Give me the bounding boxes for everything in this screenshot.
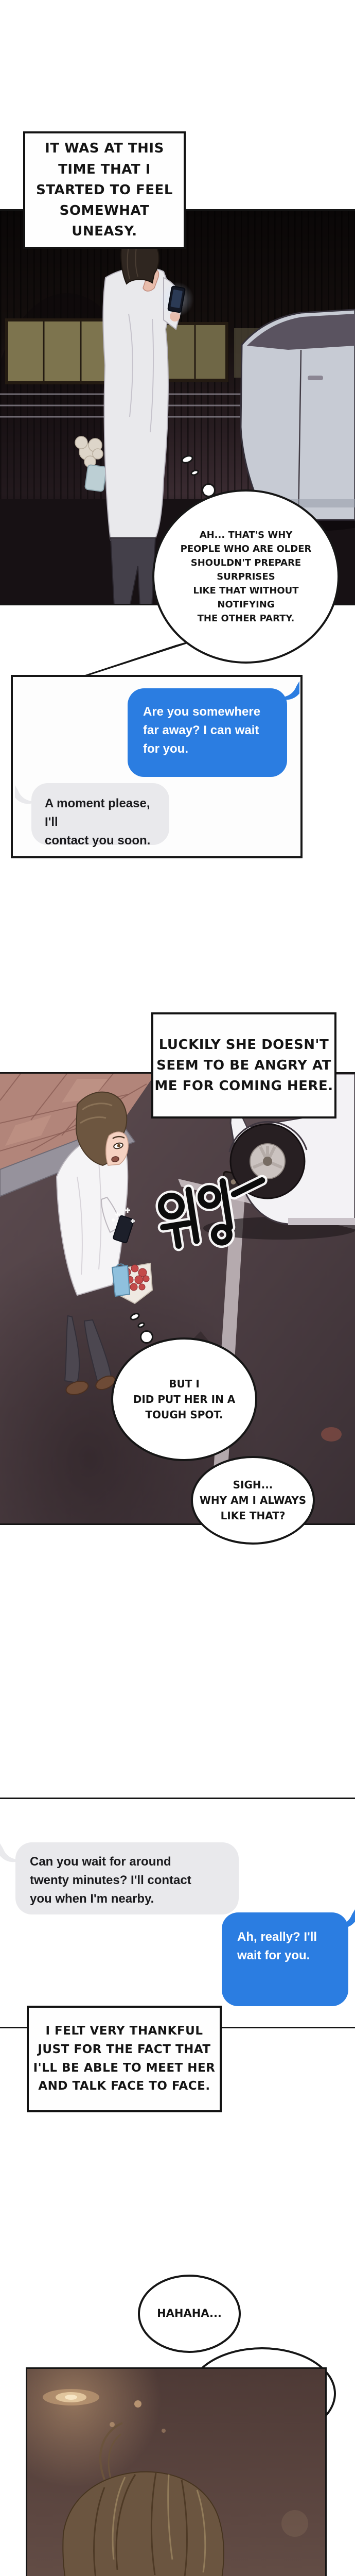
chat-incoming-message-2: Can you wait for around twenty minutes? … (15, 1842, 239, 1914)
gift-bag (111, 1263, 131, 1297)
eyebrow (112, 1136, 125, 1140)
incoming-tail-icon (0, 1843, 23, 1862)
chat-outgoing-message: Are you somewhere far away? I can wait f… (128, 688, 287, 777)
shoe (65, 1381, 89, 1395)
outgoing-tail-icon (277, 681, 299, 700)
man-looking-up (56, 1091, 153, 1395)
man-closeup (62, 2422, 224, 2576)
thought-bubble-ah: AH... THAT'S WHY PEOPLE WHO ARE OLDER SH… (152, 489, 340, 664)
mouth (111, 1156, 119, 1162)
sfx-phone-buzz-icon (155, 1175, 268, 1251)
chat-panel-1: Are you somewhere far away? I can wait f… (11, 675, 303, 858)
caption-not-angry: LUCKILY SHE DOESN'T SEEM TO BE ANGRY AT … (151, 1012, 336, 1118)
chat-strip-top-border (0, 1798, 355, 1799)
caption-thankful: I FELT VERY THANKFUL JUST FOR THE FACT T… (27, 2006, 222, 2112)
hair (62, 2471, 224, 2576)
man-back-view (75, 238, 194, 604)
phone (113, 1215, 134, 1244)
gift-bag (84, 464, 107, 492)
bouquet (75, 436, 103, 468)
trousers (110, 537, 156, 604)
incoming-tail-icon (15, 785, 38, 804)
thought-bubble-hahaha: HAHAHA... (138, 2275, 241, 2353)
ahoge (99, 2422, 123, 2480)
thought-bubble-tough-spot: BUT I DID PUT HER IN A TOUGH SPOT. (111, 1337, 257, 1461)
thought-bump (140, 1330, 153, 1344)
caption-uneasy: IT WAS AT THIS TIME THAT I STARTED TO FE… (23, 131, 186, 249)
panel-indoor-closeup (26, 2367, 327, 2576)
thought-bubble-sigh: SIGH... WHY AM I ALWAYS LIKE THAT? (191, 1456, 315, 1545)
bokeh-lights (43, 2389, 308, 2537)
arm (100, 1196, 122, 1233)
phone-sparkles (115, 1208, 135, 1223)
outgoing-tail-icon (333, 1909, 355, 1928)
chat-outgoing-message-2: Ah, really? I'll wait for you. (222, 1912, 348, 2006)
eye (113, 1142, 123, 1149)
bubble1-tail (78, 640, 192, 679)
chat-incoming-message: A moment please, I'll contact you soon. (31, 783, 169, 848)
indoor-art (27, 2369, 325, 2576)
phone (167, 285, 186, 313)
